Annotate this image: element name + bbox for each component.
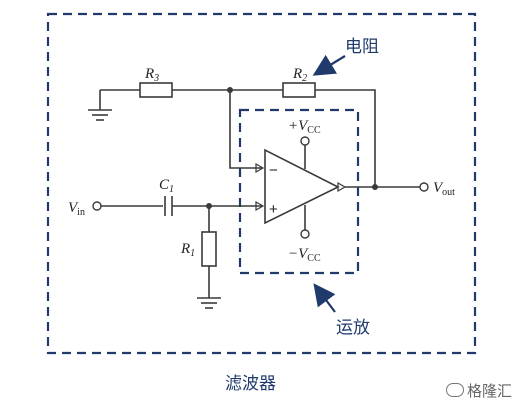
opamp-minus-sign: − — [269, 162, 278, 179]
svg-text:Vin: Vin — [68, 200, 85, 218]
svg-text:R2: R2 — [292, 66, 307, 84]
watermark: 格隆汇 — [446, 377, 526, 403]
noninverting-input-arrow — [255, 200, 265, 212]
r3-ground-wire — [99, 89, 230, 110]
label-vcc-neg: −VCC — [288, 246, 321, 264]
label-r1: R1 — [180, 241, 195, 259]
node-output — [372, 184, 378, 190]
vcc-neg-terminal — [300, 229, 310, 239]
inverting-input-arrow — [255, 162, 265, 174]
annotation-filter: 滤波器 — [225, 374, 276, 394]
ground-symbol-r3 — [88, 109, 112, 121]
svg-text:C1: C1 — [159, 177, 174, 195]
svg-text:−VCC: −VCC — [288, 246, 321, 264]
label-c1: C1 — [159, 177, 174, 195]
label-vcc-pos: +VCC — [288, 118, 321, 136]
vout-terminal — [419, 182, 429, 192]
ground-symbol-r1 — [197, 297, 221, 309]
watermark-text: 格隆汇 — [467, 382, 513, 400]
svg-text:R1: R1 — [180, 241, 195, 259]
label-r2: R2 — [292, 66, 307, 84]
label-vin: Vin — [68, 200, 85, 218]
filter-boundary — [46, 12, 477, 355]
opamp-plus-sign: + — [269, 201, 278, 218]
annotation-opamp: 运放 — [336, 318, 370, 338]
capacitor-c1 — [164, 196, 173, 216]
annotation-opamp-arrow — [313, 283, 336, 313]
label-vout: Vout — [433, 180, 455, 198]
annotation-resistor: 电阻 — [345, 37, 379, 57]
vcc-pos-terminal — [300, 136, 310, 146]
inverting-input-wire — [229, 90, 262, 169]
label-r3: R3 — [144, 66, 159, 84]
opamp-boundary — [238, 108, 360, 275]
svg-text:+VCC: +VCC — [288, 118, 321, 136]
opamp-triangle — [264, 148, 340, 225]
resistor-r3 — [139, 82, 173, 98]
annotation-resistor-arrow — [312, 54, 346, 76]
resistor-r2 — [282, 82, 316, 98]
r2-feedback-wire — [230, 89, 376, 187]
svg-text:Vout: Vout — [433, 180, 455, 198]
svg-text:R3: R3 — [144, 66, 159, 84]
resistor-r1 — [201, 231, 217, 267]
vin-terminal — [92, 201, 102, 211]
output-arrow — [337, 181, 347, 193]
chat-bubble-icon — [446, 383, 464, 397]
